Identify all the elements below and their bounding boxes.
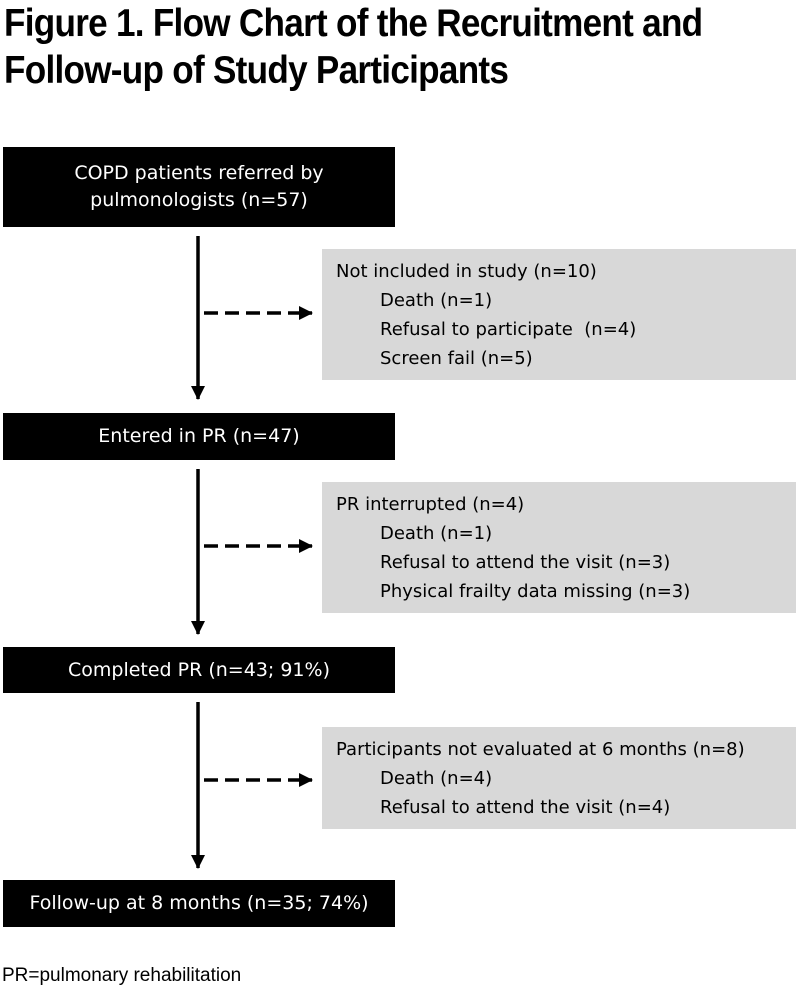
interrupted-heading: PR interrupted (n=4) [336, 494, 525, 515]
followup-label: Follow-up at 8 months (n=35; 74%) [29, 892, 369, 914]
not-included-item: Death (n=1) [380, 290, 493, 311]
figure-title: Figure 1. Flow Chart of the Recruitment … [4, 0, 720, 94]
referred-line-1: COPD patients referred by [74, 162, 324, 184]
not-evaluated-item: Death (n=4) [380, 768, 493, 789]
interrupted-item: Refusal to attend the visit (n=3) [380, 552, 671, 573]
not-evaluated-item: Refusal to attend the visit (n=4) [380, 797, 671, 818]
not-included-box: Not included in study (n=10) Death (n=1)… [322, 249, 796, 380]
not-included-item: Screen fail (n=5) [380, 348, 533, 369]
entered-label: Entered in PR (n=47) [98, 425, 300, 447]
referred-box: COPD patients referred by pulmonologists… [3, 147, 395, 227]
interrupted-item: Death (n=1) [380, 523, 493, 544]
interrupted-item: Physical frailty data missing (n=3) [380, 581, 691, 602]
completed-box: Completed PR (n=43; 91%) [3, 647, 395, 693]
interrupted-box: PR interrupted (n=4) Death (n=1) Refusal… [322, 482, 796, 613]
not-included-heading: Not included in study (n=10) [336, 261, 597, 282]
completed-label: Completed PR (n=43; 91%) [67, 658, 330, 681]
not-evaluated-box: Participants not evaluated at 6 months (… [322, 727, 796, 829]
entered-box: Entered in PR (n=47) [3, 413, 395, 460]
referred-line-2: pulmonologists (n=57) [90, 189, 308, 211]
followup-box: Follow-up at 8 months (n=35; 74%) [3, 880, 395, 927]
not-evaluated-heading: Participants not evaluated at 6 months (… [336, 739, 745, 760]
title-line-1: Figure 1. Flow Chart of the Recruitment … [4, 2, 703, 45]
footnote: PR=pulmonary rehabilitation [2, 965, 242, 986]
title-line-2: Follow-up of Study Participants [4, 49, 509, 92]
not-included-item: Refusal to participate (n=4) [380, 319, 637, 340]
